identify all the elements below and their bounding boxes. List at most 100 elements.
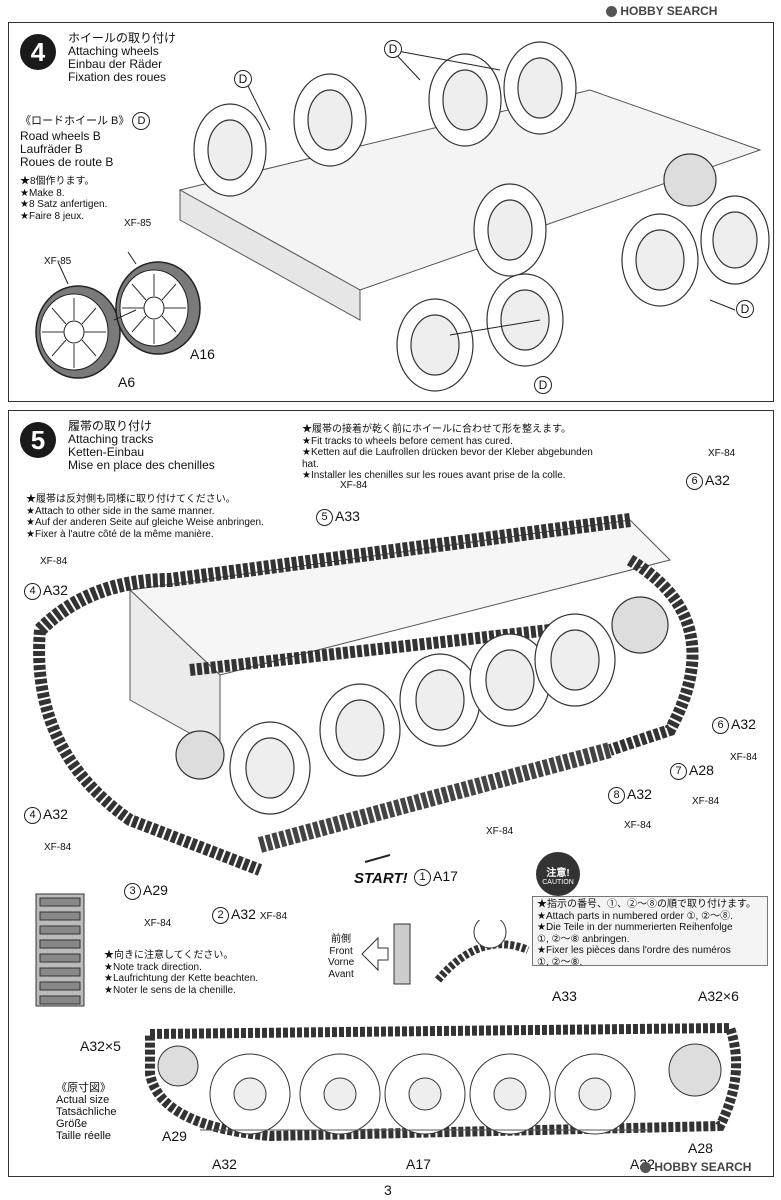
road-wheel-subassembly-illustration: [35, 251, 201, 379]
road-wheels-en: Road wheels B: [20, 129, 101, 144]
actual-de: Tatsächliche: [56, 1106, 117, 1118]
step5-title: 履帯の取り付け Attaching tracks Ketten-Einbau M…: [68, 420, 215, 472]
road-wheels-heading: 《ロードホイール B》 D Road wheels B Laufräder B …: [20, 112, 152, 169]
order-8-badge: 8: [608, 786, 625, 804]
fit-tracks-de: ★Ketten auf die Laufrollen drücken bevor…: [302, 447, 593, 470]
other-side-note: ★履帯は反対側も同様に取り付けてください。 ★Attach to other s…: [26, 494, 276, 540]
paint-xf84-a29: XF-84: [144, 918, 172, 929]
step4-title-de: Einbau der Räder: [68, 57, 163, 71]
step5-title-fr: Mise en place des chenilles: [68, 458, 215, 472]
step5-title-jp: 履帯の取り付け: [68, 419, 153, 433]
order-1-badge: 1: [414, 868, 431, 886]
actual-de2: Größe: [56, 1118, 88, 1130]
paint-xf84-2: XF-84: [259, 911, 288, 922]
fit-tracks-en: ★Fit tracks to wheels before cement has …: [302, 435, 513, 447]
caution-note-de1: ★Die Teile in der nummerierten Reihenfol…: [537, 922, 733, 933]
caution-note-en: ★Attach parts in numbered order ①, ②〜⑧.: [537, 910, 733, 922]
actual-size-label: 《原寸図》 Actual size Tatsächliche Größe Tai…: [56, 1082, 117, 1142]
caution-note-fr2: ①, ②〜⑧.: [537, 956, 583, 968]
part-a32: A32: [43, 582, 68, 598]
caution-note-de2: ①, ②〜⑧ anbringen.: [537, 933, 630, 945]
fit-tracks-jp: ★履帯の接着が乾く前にホイールに合わせて形を整えます。: [302, 424, 571, 435]
part-a33: A33: [335, 508, 360, 524]
front-fr: Avant: [328, 968, 354, 980]
watermark-text-top: HOBBY SEARCH: [620, 4, 718, 18]
caution-jp: 注意!: [546, 868, 570, 879]
side-a28-label: A28: [688, 1140, 713, 1156]
road-wheels-jp: 《ロードホイール B》: [20, 115, 130, 127]
step4-title-jp: ホイールの取り付け: [68, 31, 177, 45]
track-direction-en: ★Note track direction.: [104, 961, 202, 973]
caution-note: ★指示の番号、①、②〜⑧の順で取り付けます。 ★Attach parts in …: [532, 896, 768, 968]
order-4-badge: 4: [24, 582, 41, 600]
caution-note-jp: ★指示の番号、①、②〜⑧の順で取り付けます。: [537, 899, 756, 910]
paint-xf84-a28: XF-84: [692, 796, 720, 807]
paint-xf85-right: XF-85: [124, 218, 152, 229]
watermark-top: HOBBY SEARCH: [606, 4, 717, 18]
front-label: 前側 Front Vorne Avant: [328, 934, 354, 980]
watermark-icon: [606, 6, 617, 18]
paint-xf84-left-lower: XF-84: [44, 842, 72, 853]
make8-de: ★8 Satz anfertigen.: [20, 199, 108, 210]
part-a32: A32: [705, 472, 730, 488]
make8-fr: ★Faire 8 jeux.: [20, 210, 84, 222]
start-label: START!: [354, 870, 408, 887]
chassis-wheels-illustration: [178, 41, 770, 392]
actual-fr: Taille réelle: [56, 1130, 112, 1142]
actual-size-side-view: [145, 1022, 742, 1142]
order-4-badge: 4: [24, 806, 41, 824]
track-detail-illustration: [35, 893, 85, 1007]
order-2-badge: 2: [212, 906, 229, 924]
paint-xf84-right-mid: XF-84: [730, 752, 758, 763]
other-side-fr: ★Fixer à l'autre côté de la même manière…: [26, 528, 214, 540]
d-callout-4: D: [534, 376, 552, 394]
part-a16-label: A16: [190, 346, 215, 362]
front-de: Vorne: [328, 957, 355, 968]
actual-en: Actual size: [56, 1094, 110, 1106]
step5-title-en: Attaching tracks: [68, 432, 154, 446]
order-5-badge: 5: [316, 508, 333, 526]
step4-title-en: Attaching wheels: [68, 44, 159, 58]
paint-xf84-8: XF-84: [624, 820, 652, 831]
step5-title-de: Ketten-Einbau: [68, 445, 145, 459]
other-side-de: ★Auf der anderen Seite auf gleiche Weise…: [26, 517, 264, 528]
other-side-en: ★Attach to other side in the same manner…: [26, 505, 215, 517]
order-6-badge: 6: [686, 472, 703, 490]
fit-tracks-fr: ★Installer les chenilles sur les roues a…: [302, 470, 566, 481]
part-a32: A32: [731, 716, 756, 732]
track-direction-jp: ★向きに注意してください。: [104, 950, 234, 961]
front-arrow-illustration: [361, 920, 530, 985]
order-7-badge: 7: [670, 762, 687, 780]
hull-tracks-illustration: [33, 513, 699, 876]
order-6-badge: 6: [712, 716, 729, 734]
caution-en: CAUTION: [542, 879, 574, 886]
part-a29: A29: [143, 882, 168, 898]
step4-title: ホイールの取り付け Attaching wheels Einbau der Rä…: [68, 32, 176, 84]
side-a32-left-label: A32: [212, 1156, 237, 1172]
make8-en: ★Make 8.: [20, 187, 65, 199]
other-side-jp: ★履帯は反対側も同様に取り付けてください。: [26, 494, 236, 505]
side-a33-label: A33: [552, 988, 577, 1004]
track-direction-note: ★向きに注意してください。 ★Note track direction. ★La…: [104, 950, 258, 996]
caution-badge: 注意! CAUTION: [536, 852, 580, 896]
step4-number: 4: [20, 34, 56, 70]
road-wheels-tag: D: [132, 112, 151, 131]
side-a17-label: A17: [406, 1156, 431, 1172]
paint-xf84-top: XF-84: [340, 480, 368, 491]
d-callout-3: D: [736, 300, 754, 318]
road-wheels-de: Laufräder B: [20, 142, 83, 157]
side-a29-label: A29: [162, 1128, 187, 1144]
paint-xf84-center: XF-84: [486, 826, 514, 837]
watermark-text-bottom: HOBBY SEARCH: [654, 1160, 752, 1174]
watermark-bottom: HOBBY SEARCH: [640, 1160, 751, 1174]
side-a32x5-label: A32×5: [80, 1038, 121, 1054]
paint-xf84-left-top: XF-84: [40, 556, 68, 567]
